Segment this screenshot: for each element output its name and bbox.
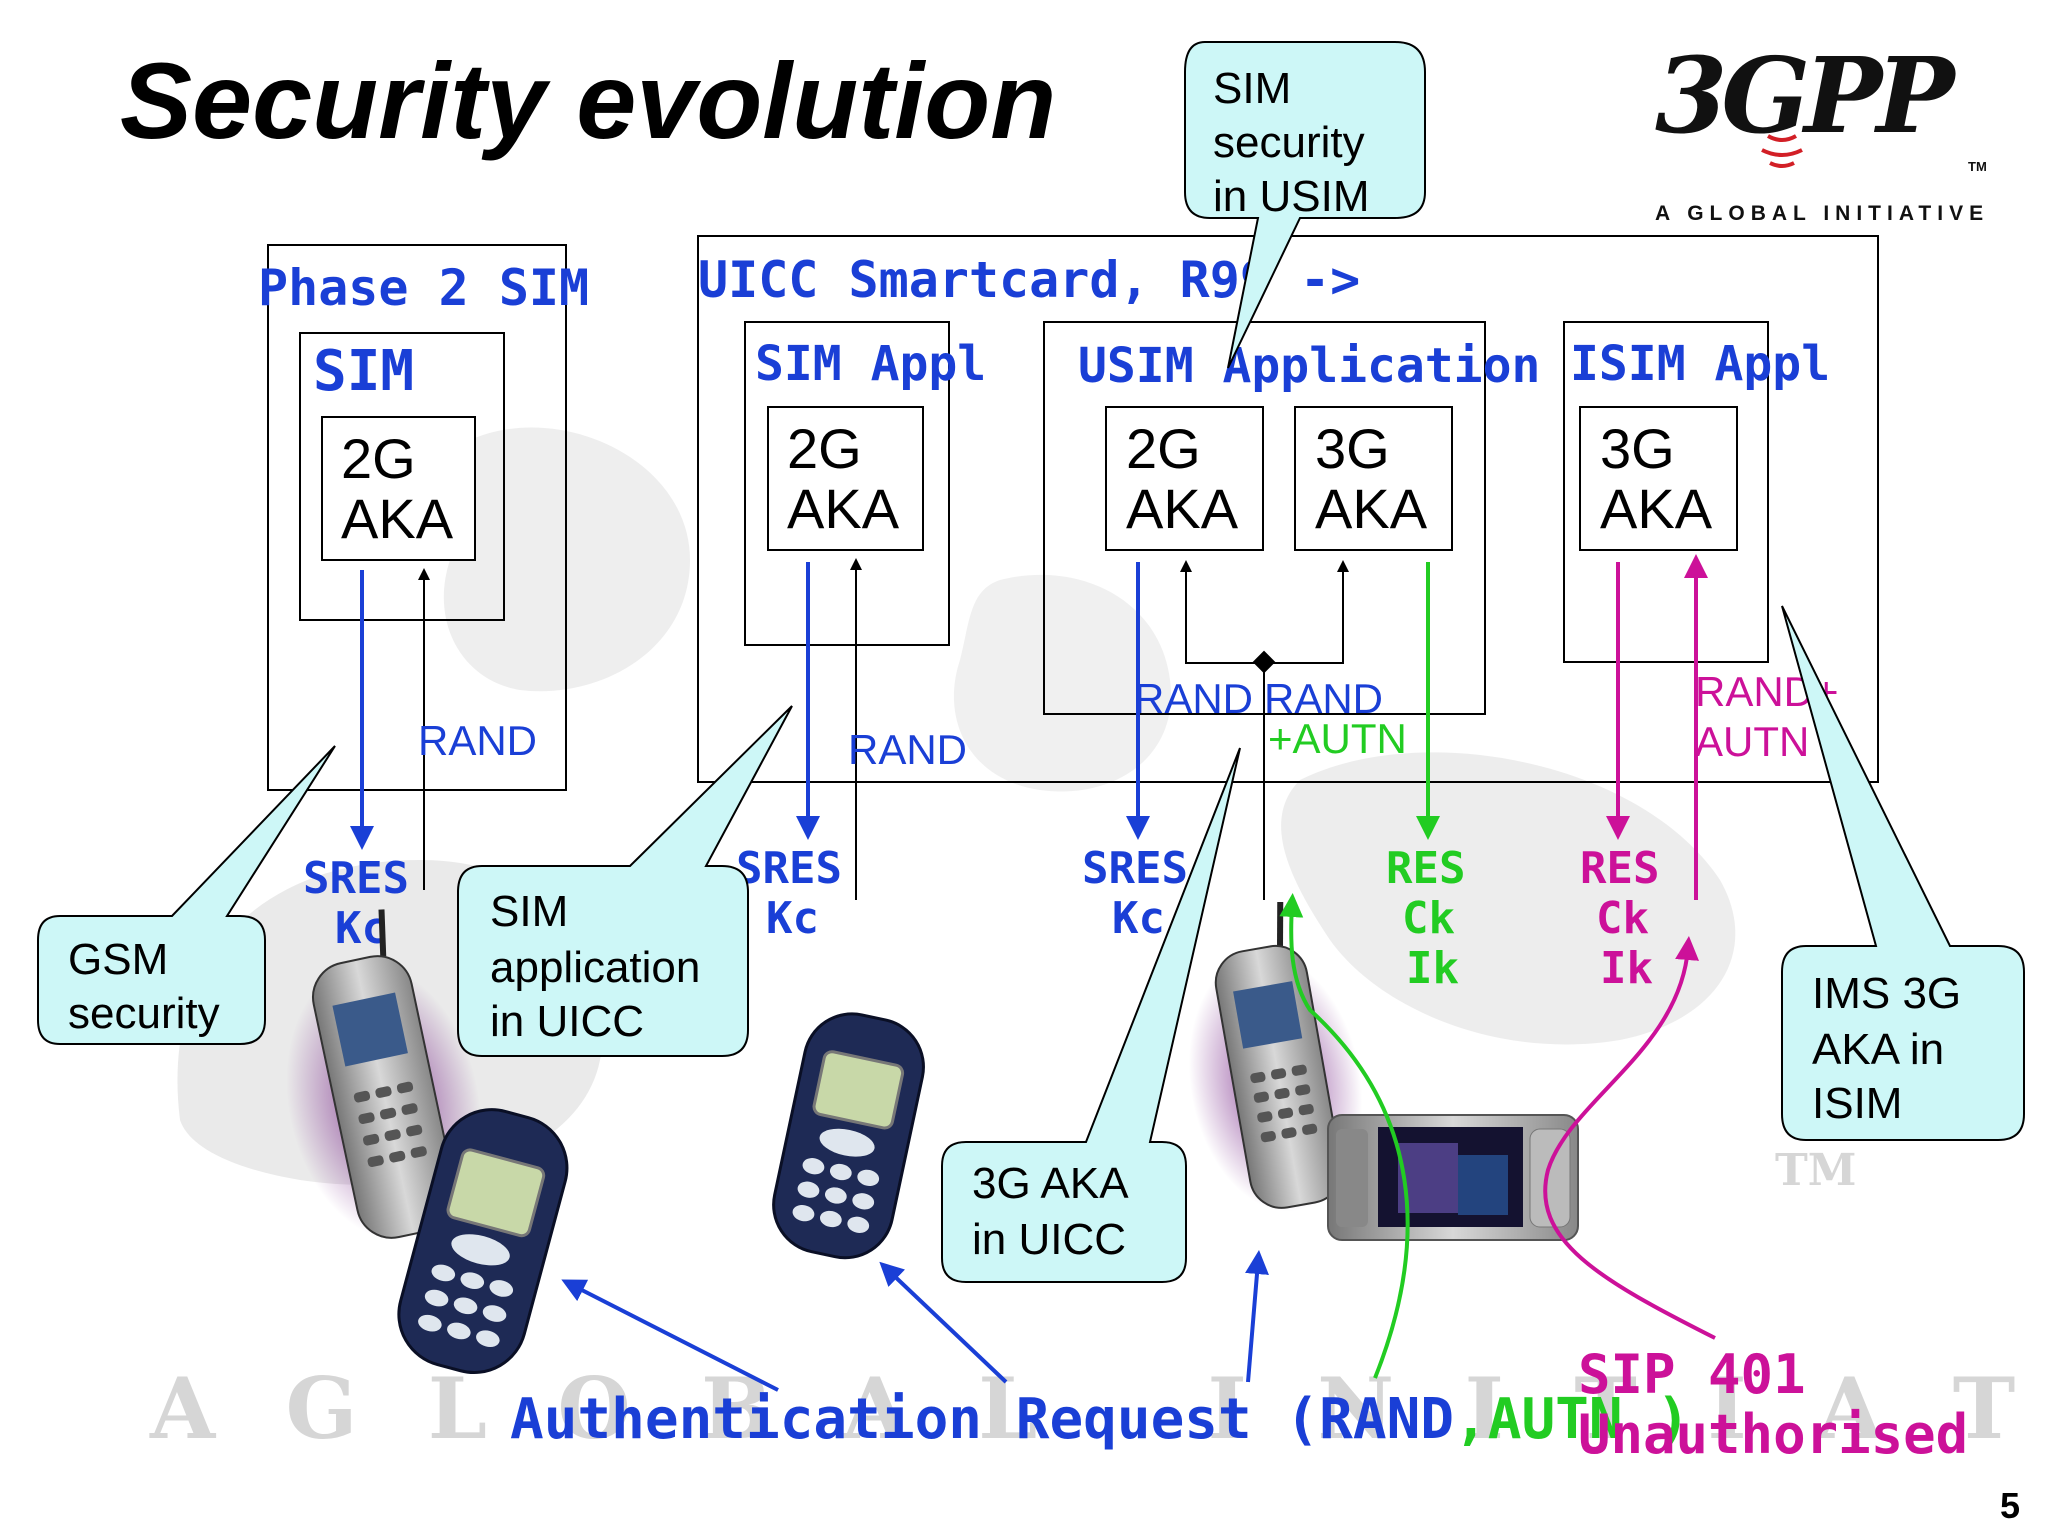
phone-icon [286,909,481,1241]
arrow-auth-to-phone-b [879,1261,1008,1384]
auth-request-prefix: Authentication Request (RAND [510,1387,1454,1452]
aka-2g-line1-sim-appl: 2G [787,417,862,480]
aka-3g-line2-usim: AKA [1315,477,1428,540]
rand-label-sim-appl: RAND [848,726,967,773]
callout-sim-app: SIM application in UICC [457,705,793,1057]
callout-sim-app-line3: in UICC [490,997,644,1046]
rand-label-usim-b: RAND [1264,675,1383,722]
sim-appl-label: SIM Appl [755,336,986,392]
usim-appl-label: USIM Application [1078,338,1540,394]
aka-3g-line2-isim: AKA [1600,477,1713,540]
callout-sim-app-line1: SIM [490,887,568,936]
phone-icon [397,1108,569,1375]
callout-ims-line3: ISIM [1812,1079,1902,1128]
usim-appl-box: USIM Application 2G AKA 3G AKA [1043,321,1540,715]
ik-label-usim: Ik [1406,943,1459,994]
logo-tagline: A GLOBAL INITIATIVE [1655,202,1989,225]
callout-sim-in-usim: SIM security in USIM [1184,41,1426,369]
ik-label-isim: Ik [1600,943,1653,994]
aka-3g-line1-usim: 3G [1315,417,1390,480]
arrow-autn-green [1279,893,1410,1379]
aka-2g-line2-sim-appl: AKA [787,477,900,540]
aka-2g-line2-usim: AKA [1126,477,1239,540]
brand-logo: 3GPP TM A GLOBAL INITIATIVE [1655,34,1989,225]
arrow-rand-usim-split [1180,560,1265,900]
callout-ims-line2: AKA in [1812,1025,1944,1074]
callout-gsm-line2: security [68,989,220,1038]
arrow-auth-to-phone-a [561,1279,779,1392]
arrow-auth-to-phone-c [1245,1250,1269,1383]
aka-2g-box-sim-appl [767,406,924,551]
sres-label-usim: SRES [1082,843,1188,894]
aka-2g-line2-phase2: AKA [341,487,454,550]
sres-label-sim-appl: SRES [736,843,842,894]
aka-2g-line1-usim: 2G [1126,417,1201,480]
aka-2g-line1-phase2: 2G [341,427,416,490]
phase2-sim-box: Phase 2 SIM SIM 2G AKA [258,244,589,791]
sim-label: SIM [313,339,414,404]
sip-401-line2: Unauthorised [1578,1403,1968,1466]
callout-aka3g-line1: 3G AKA [972,1159,1129,1208]
callout-sim-app-line2: application [490,943,700,992]
res-label-isim: RES [1580,843,1659,894]
isim-appl-label: ISIM Appl [1570,336,1830,392]
callout-gsm: GSM security [37,745,336,1045]
callout-aka3g-line2: in UICC [972,1215,1126,1264]
ck-label-usim: Ck [1402,893,1455,944]
kc-label-sim-appl: Kc [766,893,819,944]
sip-401-line1: SIP 401 [1578,1343,1806,1406]
logo-tm: TM [1968,159,1987,174]
sim-appl-box: SIM Appl 2G AKA [744,321,986,646]
aka-3g-line1-isim: 3G [1600,417,1675,480]
callout-ims: IMS 3G AKA in ISIM [1781,605,2025,1141]
phase2-sim-label: Phase 2 SIM [258,259,589,317]
split-diamond [1252,650,1276,674]
res-label-usim: RES [1386,843,1465,894]
callout-sim-in-usim-line2: security [1213,118,1365,167]
callout-sim-in-usim-line1: SIM [1213,64,1291,113]
aka-3g-box-isim [1579,406,1738,551]
callout-ims-line1: IMS 3G [1812,969,1961,1018]
aka-3g-box-usim [1294,406,1453,551]
kc-label-usim: Kc [1112,893,1165,944]
isim-appl-box: ISIM Appl 3G AKA [1563,321,1830,663]
rand-label-usim-a: RAND [1134,675,1253,722]
watermark-text: A G L O B A L I N I T I A T I V E [149,1359,2048,1458]
page-title: Security evolution [120,40,1056,161]
page-number: 5 [2000,1485,2020,1526]
rand-label-isim-2: AUTN [1695,718,1809,765]
aka-2g-box-usim [1105,406,1264,551]
rand-label-phase2: RAND [418,717,537,764]
arrow-sip-magenta [1543,936,1716,1340]
watermark-tm: TM [1775,1145,1856,1196]
phone-icon [772,1012,925,1260]
autn-label-usim: +AUTN [1268,715,1407,762]
callout-sim-in-usim-line3: in USIM [1213,172,1369,221]
callout-gsm-line1: GSM [68,935,168,984]
callout-aka3g: 3G AKA in UICC [941,747,1241,1283]
auth-request-autn: ,AUTN ) [1454,1387,1690,1452]
logo-mark: 3GPP [1655,34,1957,157]
arrow-rand-usim-split-3g [1264,560,1349,664]
ck-label-isim: Ck [1596,893,1649,944]
aka-2g-box-phase2 [321,416,476,561]
smartphone-icon [1327,1114,1579,1241]
sres-label-phase2: SRES [303,853,409,904]
auth-request-label: Authentication Request (RAND,AUTN ) [510,1387,1690,1452]
sim-box [299,332,505,621]
